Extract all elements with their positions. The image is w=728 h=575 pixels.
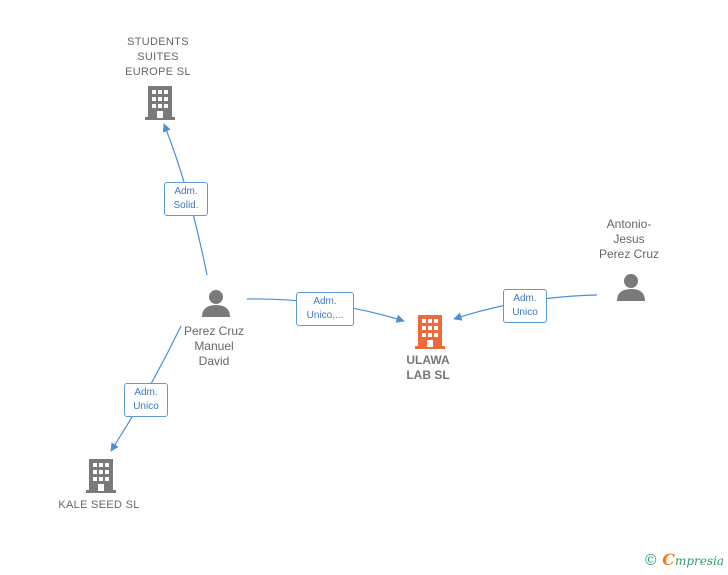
brand-initial: C xyxy=(662,550,675,569)
edge-label-adm-solid: Adm. Solid. xyxy=(164,182,208,216)
node-label-perez-cruz-manuel[interactable]: Perez Cruz Manuel David xyxy=(183,324,245,368)
person-icon[interactable] xyxy=(202,290,230,317)
edge-label-adm-unico-ulawa: Adm. Unico,... xyxy=(296,292,354,326)
building-icon[interactable] xyxy=(145,86,175,120)
building-icon[interactable] xyxy=(415,315,445,349)
node-label-kale-seed[interactable]: KALE SEED SL xyxy=(58,499,140,511)
node-label-antonio-jesus[interactable]: Antonio- Jesus Perez Cruz xyxy=(598,217,660,261)
node-label-students-suites[interactable]: STUDENTS SUITES EUROPE SL xyxy=(125,36,191,78)
brand-name: mpresia xyxy=(674,554,724,568)
edge-label-adm-unico-kale: Adm. Unico xyxy=(124,383,168,417)
edge-label-adm-unico-antonio: Adm. Unico xyxy=(503,289,547,323)
empresia-logo: ©Cmpresia xyxy=(643,550,724,569)
node-label-ulawa-lab[interactable]: ULAWA LAB SL xyxy=(406,353,450,382)
copyright-icon: © xyxy=(643,551,659,569)
person-icon[interactable] xyxy=(617,274,645,301)
building-icon[interactable] xyxy=(86,459,116,493)
